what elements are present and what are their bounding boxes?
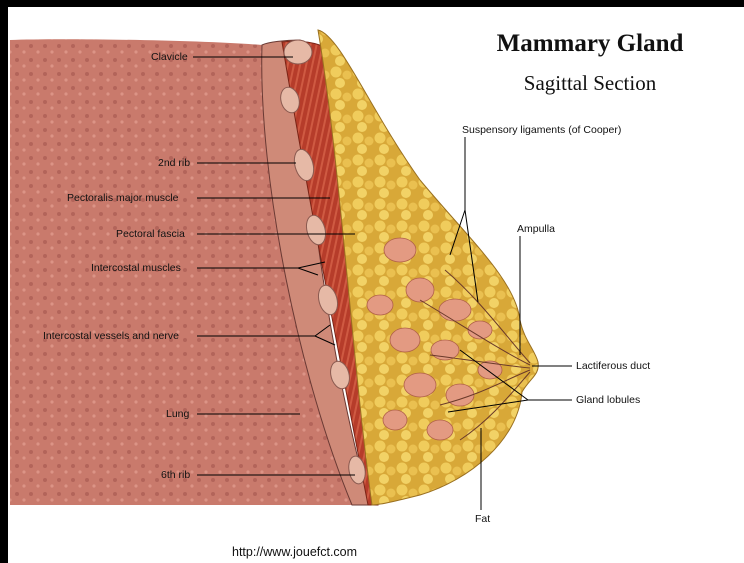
label-gland-lobules: Gland lobules [576,394,640,406]
label-intercostal-vessels: Intercostal vessels and nerve [43,330,179,342]
label-6th-rib: 6th rib [161,469,190,481]
diagram-subtitle: Sagittal Section [480,71,700,96]
label-suspensory-ligaments: Suspensory ligaments (of Cooper) [462,124,621,136]
label-lung: Lung [166,408,189,420]
label-pectoral-fascia: Pectoral fascia [116,228,185,240]
label-pectoralis-major: Pectoralis major muscle [67,192,178,204]
label-ampulla: Ampulla [517,223,555,235]
label-2nd-rib: 2nd rib [158,157,190,169]
label-clavicle: Clavicle [151,51,188,63]
clavicle-bone [284,40,312,64]
label-lactiferous-duct: Lactiferous duct [576,360,650,372]
label-fat: Fat [475,513,490,525]
label-intercostal-muscles: Intercostal muscles [91,262,181,274]
diagram-title: Mammary Gland [480,30,700,58]
source-url: http://www.jouefct.com [232,545,357,559]
